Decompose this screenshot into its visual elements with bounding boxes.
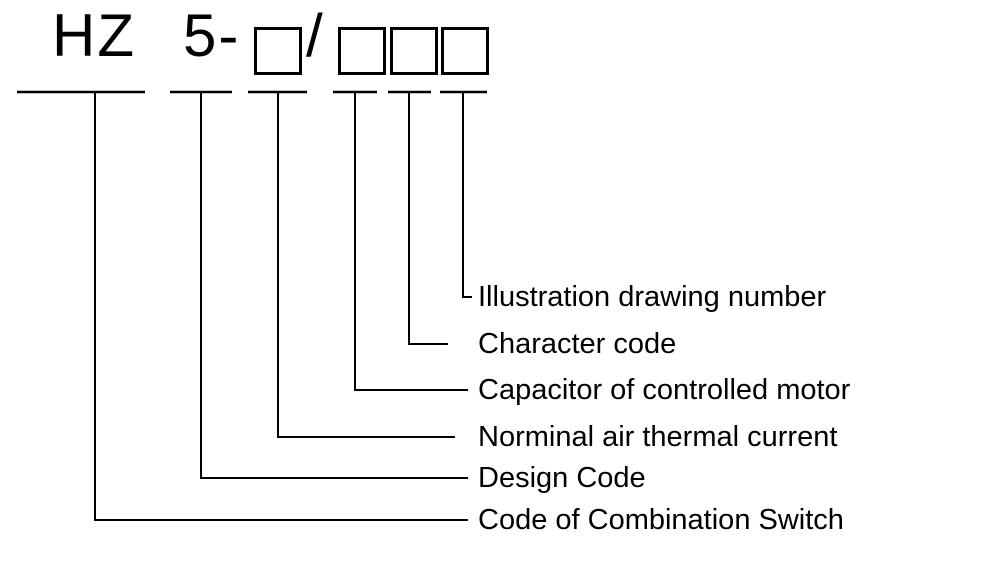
label-code-of-combination-switch: Code of Combination Switch <box>478 504 844 536</box>
leader-line-character <box>408 92 448 345</box>
label-capacitor-of-controlled-motor: Capacitor of controlled motor <box>478 374 851 406</box>
code-box-drawing-number <box>441 27 489 75</box>
label-norminal-air-thermal-current: Norminal air thermal current <box>478 421 838 453</box>
leader-line-capacitor <box>354 92 468 391</box>
label-design-code: Design Code <box>478 462 646 494</box>
label-character-code: Character code <box>478 328 677 360</box>
code-box-thermal-current <box>254 27 302 75</box>
code-prefix: HZ <box>52 2 136 69</box>
leader-line-combination <box>94 92 468 521</box>
code-box-character <box>390 27 438 75</box>
label-illustration-drawing-number: Illustration drawing number <box>478 281 827 313</box>
leader-line-design <box>200 92 468 479</box>
leader-line-illustration <box>462 92 472 298</box>
code-box-capacitor <box>338 27 386 75</box>
code-series: 5- <box>183 2 241 69</box>
leader-line-thermal <box>277 92 455 438</box>
code-slash: / <box>306 2 325 69</box>
